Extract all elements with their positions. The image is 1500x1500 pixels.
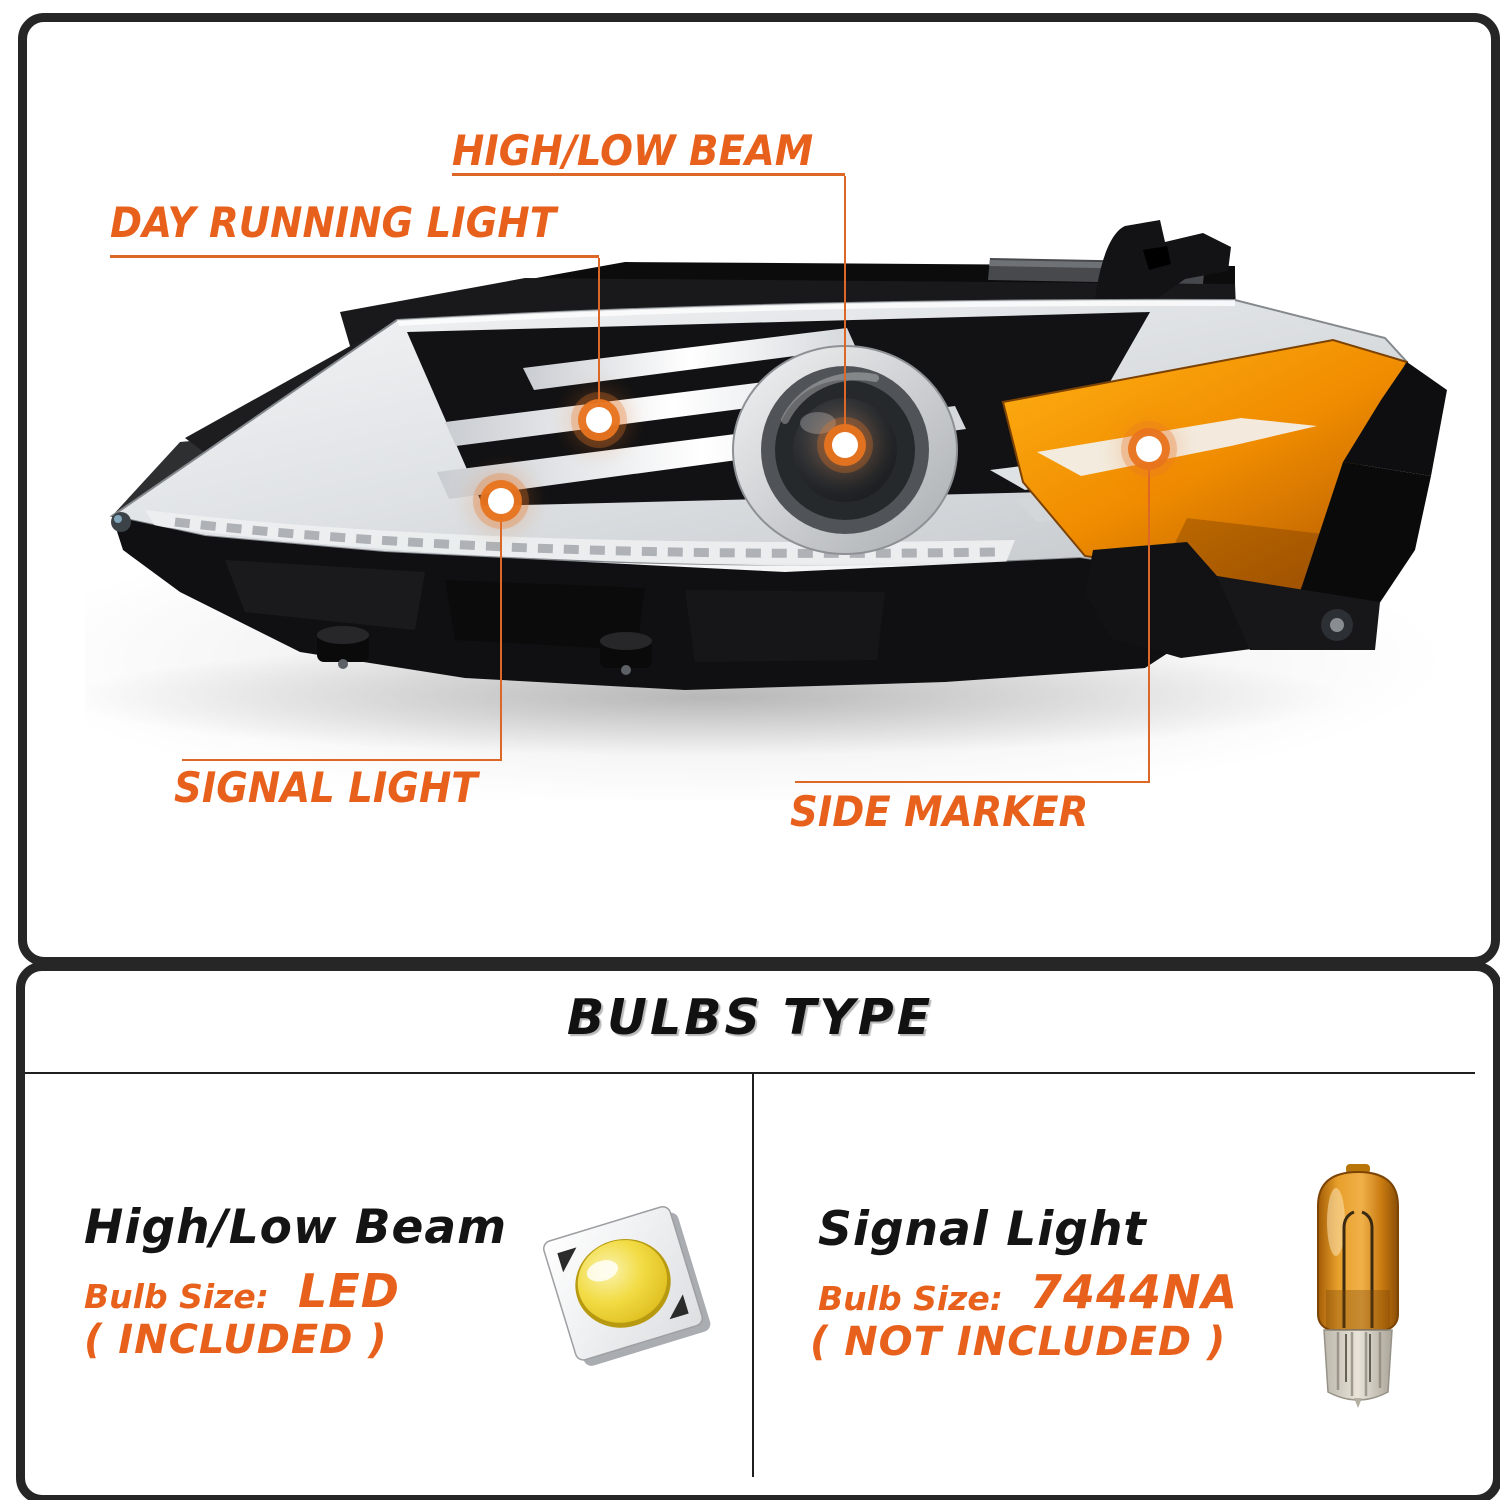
projector-highlight (781, 372, 879, 424)
callout-dot-signal-light (488, 488, 514, 514)
housing-panel-1 (225, 560, 425, 630)
callout-high-low-beam: HIGH/LOW BEAM (452, 126, 814, 175)
callout-underline-high-low-beam (452, 173, 845, 176)
callout-signal-light: SIGNAL LIGHT (174, 763, 478, 812)
callout-baseline-signal-light (182, 759, 502, 761)
top-bracket-notch (1143, 246, 1171, 270)
side-marker-highlight (1037, 418, 1317, 476)
bulb-availability: ( NOT INCLUDED ) (810, 1319, 1227, 1365)
tip-screw (111, 512, 131, 532)
bulb-size-label: Bulb Size: (84, 1277, 269, 1316)
right-gap-shadow (1300, 462, 1431, 622)
callout-day-running-light: DAY RUNNING LIGHT (110, 198, 557, 247)
amber-bulb-icon (1317, 1164, 1399, 1408)
led-chip-icon (543, 1205, 711, 1366)
headlight-illustration (85, 220, 1447, 800)
tip-screw-glint (114, 515, 122, 523)
callout-leader-day-running-light (598, 258, 600, 408)
bulb-size-label: Bulb Size: (818, 1279, 1003, 1318)
lens-top-highlight (397, 299, 1235, 326)
housing-panel-3 (685, 590, 885, 662)
projector-glint (800, 412, 836, 434)
bulbs-panel-vertical-divider (752, 1074, 754, 1477)
callout-side-marker: SIDE MARKER (790, 787, 1089, 836)
right-end-cap (1343, 362, 1447, 476)
bulb-cell-heading: High/Low Beam (84, 1200, 508, 1255)
bulbs-type-panel (16, 962, 1500, 1500)
bulbs-panel-horizontal-divider (25, 1072, 1475, 1074)
bulbs-type-title: BULBS TYPE (566, 989, 934, 1046)
callout-leader-side-marker (1148, 461, 1150, 781)
bulb-size-value: LED (298, 1264, 400, 1318)
mount-post-left (317, 626, 369, 669)
callout-baseline-side-marker (795, 781, 1150, 783)
signal-strip (145, 510, 1015, 566)
callout-dot-day-running-light (586, 407, 612, 433)
mount-post-right (600, 632, 652, 675)
headlight-body (109, 220, 1447, 690)
callout-dot-side-marker (1136, 436, 1162, 462)
callout-dot-high-low-beam (832, 432, 858, 458)
bracket-bolt-center (1330, 618, 1344, 632)
bulb-availability: ( INCLUDED ) (84, 1317, 388, 1363)
bulb-cell-heading: Signal Light (818, 1202, 1147, 1257)
bulb-size-value: 7444NA (1030, 1265, 1239, 1319)
callout-leader-high-low-beam (844, 176, 846, 432)
callout-underline-day-running-light (110, 255, 599, 258)
callout-leader-signal-light (500, 512, 502, 759)
drl-strip-3 (523, 328, 856, 390)
housing-panel-2 (445, 580, 645, 650)
